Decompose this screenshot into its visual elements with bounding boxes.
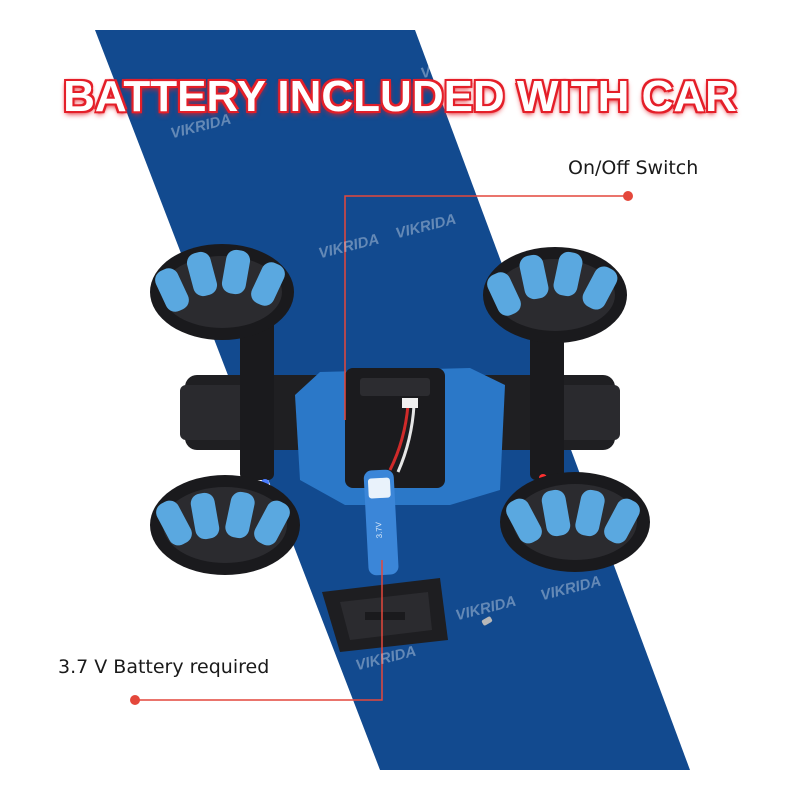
- battery-cover: [322, 578, 448, 652]
- callout-switch-label: On/Off Switch: [568, 157, 699, 179]
- wheel-front-left: [150, 244, 294, 340]
- screw: [481, 616, 493, 626]
- wheel-front-right: [483, 247, 627, 343]
- rc-car: [180, 300, 620, 505]
- callout-battery-label: 3.7 V Battery required: [58, 656, 270, 678]
- battery: 3.7V: [363, 469, 399, 576]
- wheel-rear-right: [500, 472, 650, 572]
- battery-compartment: [345, 368, 445, 488]
- headline: BATTERY INCLUDED WITH CAR: [63, 72, 737, 121]
- wheel-rear-left: [150, 475, 300, 575]
- callout-switch-line: [344, 191, 633, 420]
- battery-print: 3.7V: [374, 521, 384, 539]
- callout-battery-line: [130, 560, 383, 705]
